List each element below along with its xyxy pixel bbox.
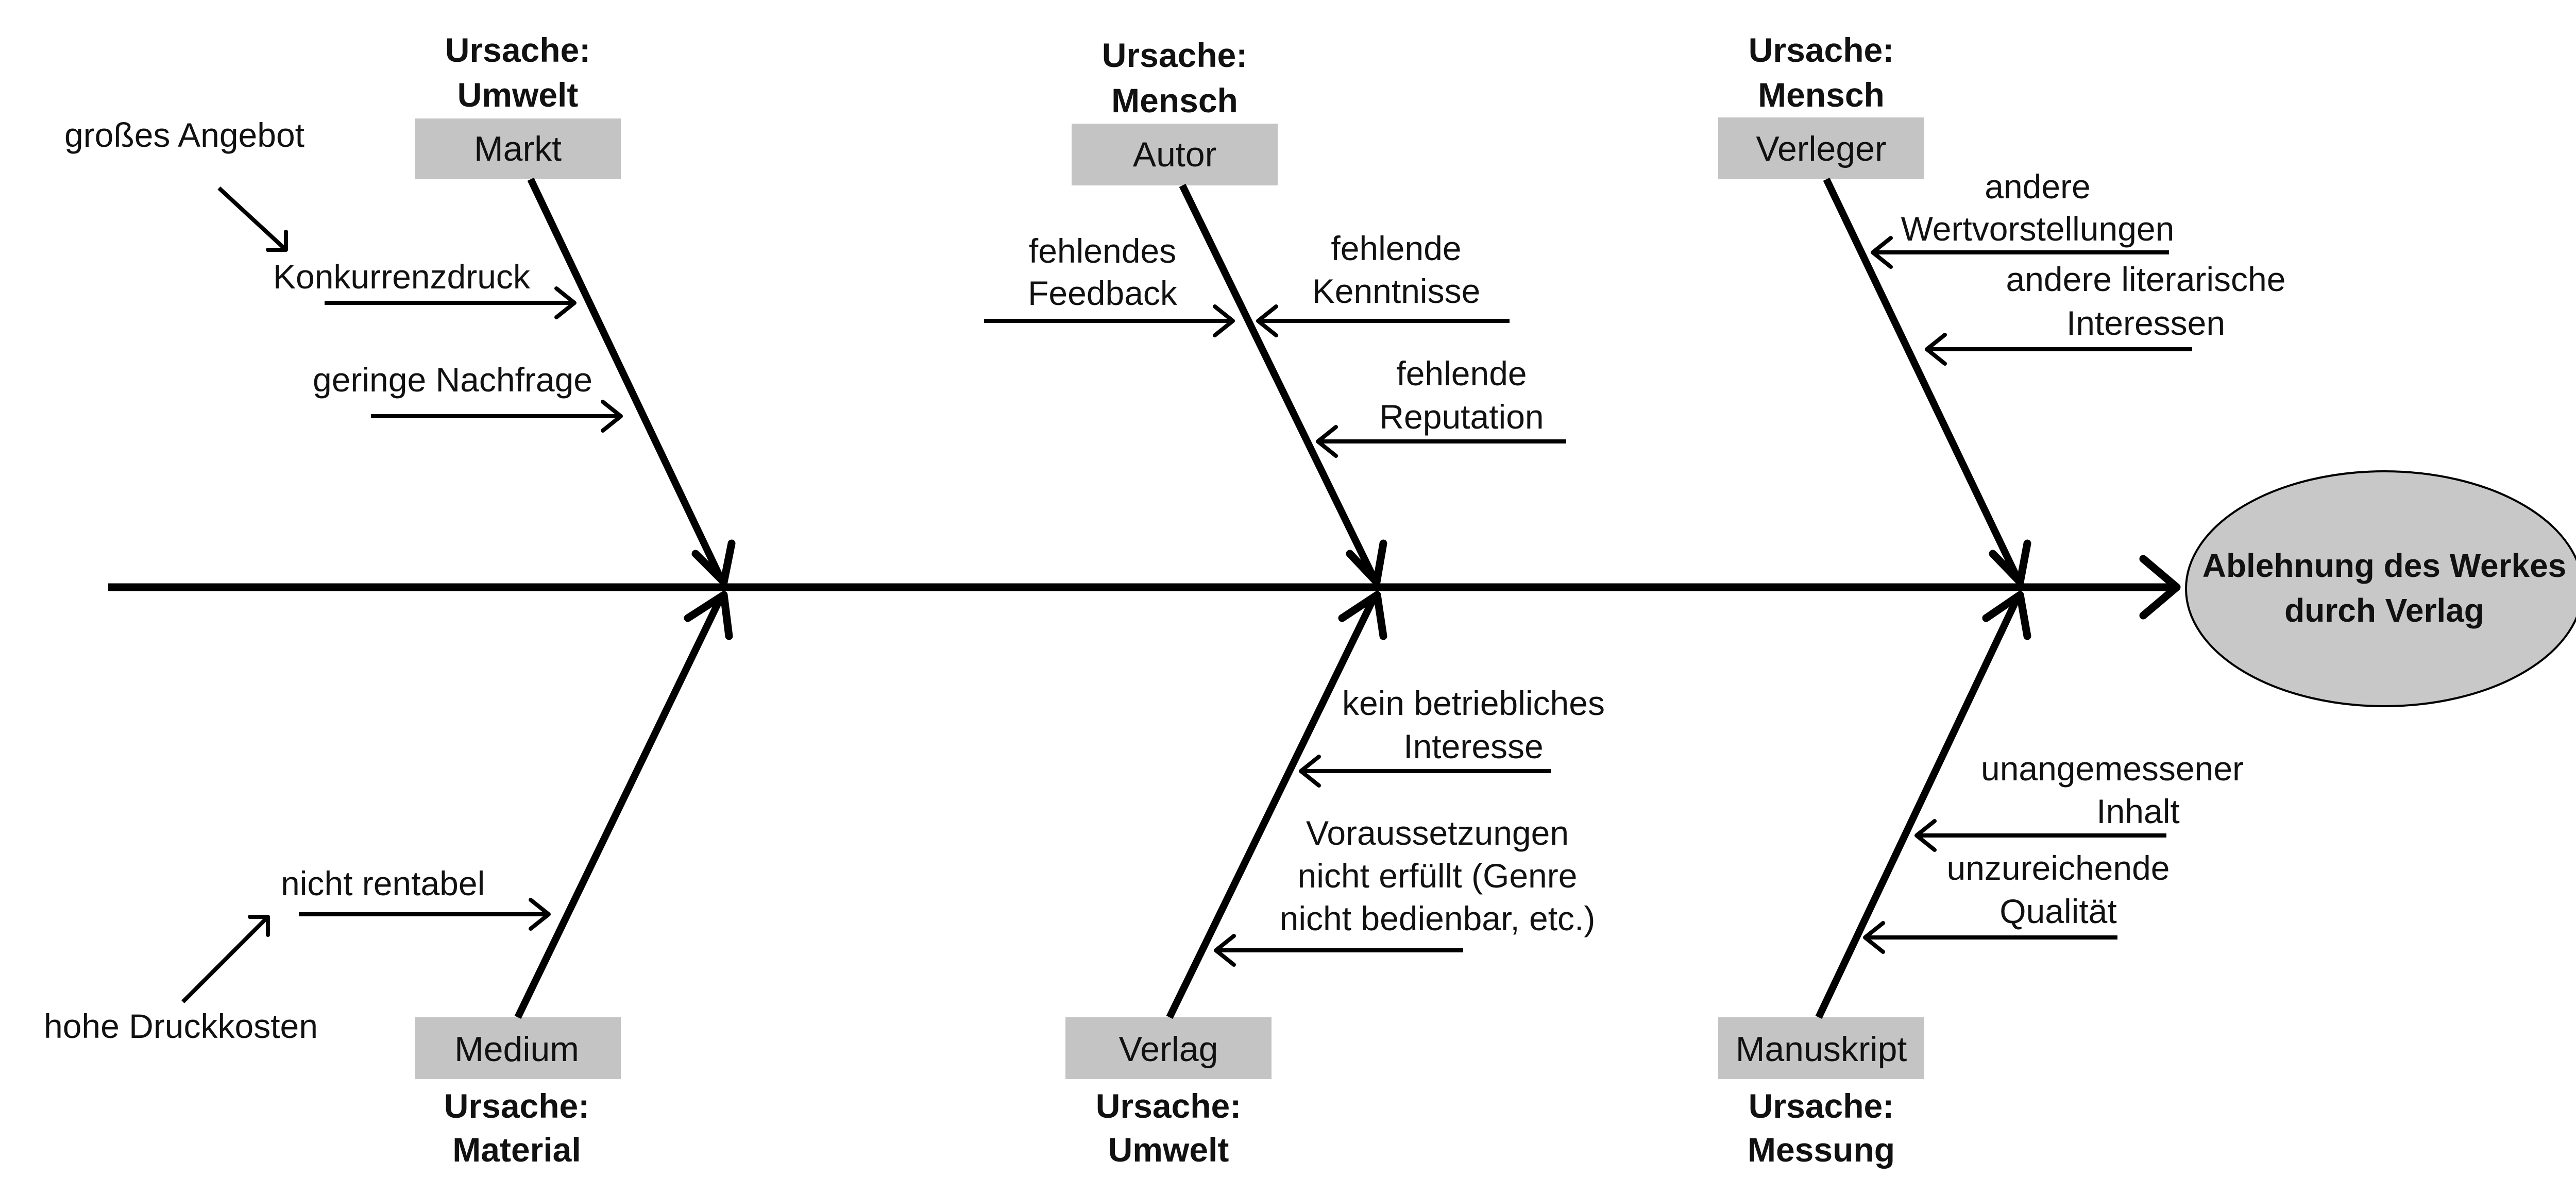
bone-line-manuskript	[1815, 595, 2022, 1019]
spine-arrowhead	[2139, 555, 2181, 620]
cause-arrowhead-andere-wertvorstellungen	[1871, 236, 1893, 269]
box-label-medium: Medium	[454, 1030, 579, 1069]
category-label-autor-line1: Ursache:	[1102, 36, 1247, 74]
spine	[108, 555, 2181, 620]
cause-fehlende-kenntnisse-line2: Kenntnisse	[1312, 272, 1481, 310]
cause-arrowhead-andere-literarische	[1925, 333, 1947, 366]
box-label-verlag: Verlag	[1119, 1030, 1218, 1069]
category-label-markt-line2: Umwelt	[457, 76, 579, 114]
cause-fehlendes-feedback-line1: fehlendes	[1029, 232, 1176, 270]
cause-fehlendes-feedback-line2: Feedback	[1028, 274, 1178, 312]
sub-arrow-line-hohe-druckkosten	[181, 915, 269, 1003]
cause-kein-interesse-line2: Interesse	[1403, 727, 1543, 765]
category-label-markt-line1: Ursache:	[445, 31, 590, 69]
sub-cause-grosses-angebot: großes Angebot	[64, 116, 304, 154]
cause-arrowhead-unangemessener-inhalt	[1914, 819, 1937, 852]
cause-nicht-rentabel: nicht rentabel	[281, 864, 485, 902]
cause-unangemessener-inhalt-line1: unangemessener	[1981, 749, 2244, 788]
effect-label-line2: durch Verlag	[2284, 592, 2484, 629]
cause-voraussetzungen-line1: Voraussetzungen	[1306, 814, 1569, 852]
cause-unzureichende-qualitaet-line1: unzureichende	[1947, 849, 2170, 887]
cause-fehlende-reputation-line2: Reputation	[1379, 398, 1544, 436]
bone-arrowhead-manuskript	[1982, 591, 2031, 640]
category-label-verlag-line1: Ursache:	[1096, 1087, 1241, 1125]
bone-verleger: Ursache: Mensch Verleger andere Wertvors…	[1718, 31, 2286, 586]
category-box-verlag	[1065, 1017, 1272, 1079]
category-box-autor	[1072, 124, 1278, 185]
bone-arrowhead-verleger	[1989, 539, 2031, 586]
category-label-verleger-line1: Ursache:	[1749, 31, 1894, 69]
category-label-medium-line2: Material	[452, 1131, 581, 1169]
category-label-autor-line2: Mensch	[1111, 81, 1238, 120]
category-label-verleger-line2: Mensch	[1758, 76, 1885, 114]
effect-ellipse	[2185, 470, 2576, 707]
bone-arrowhead-verlag	[1338, 591, 1387, 640]
cause-geringe-nachfrage: geringe Nachfrage	[313, 361, 592, 399]
bone-medium: Medium Ursache: Material nicht rentabel …	[44, 591, 733, 1169]
cause-arrowhead-kein-interesse	[1299, 755, 1321, 788]
effect-head: Ablehnung des Werkes durch Verlag	[2185, 470, 2576, 707]
cause-voraussetzungen-line2: nicht erfüllt (Genre	[1298, 857, 1578, 895]
bone-arrowhead-autor	[1346, 539, 1387, 586]
category-label-manuskript-line2: Messung	[1748, 1131, 1895, 1169]
effect-label-line1: Ablehnung des Werkes	[2202, 547, 2567, 584]
category-box-verleger	[1718, 117, 1924, 179]
cause-andere-literarische-line1: andere literarische	[2006, 260, 2286, 298]
box-label-markt: Markt	[474, 129, 562, 168]
category-label-manuskript-line1: Ursache:	[1749, 1087, 1894, 1125]
cause-arrowhead-fehlende-reputation	[1316, 425, 1338, 458]
cause-andere-wertvorstellungen-line1: andere	[1985, 167, 2091, 206]
sub-cause-hohe-druckkosten: hohe Druckkosten	[44, 1007, 318, 1045]
category-label-verlag-line2: Umwelt	[1108, 1131, 1229, 1169]
bone-line-verlag	[1166, 594, 1378, 1019]
bone-arrowhead-markt	[691, 539, 736, 586]
cause-voraussetzungen-line3: nicht bedienbar, etc.)	[1280, 899, 1596, 937]
category-box-markt	[415, 118, 621, 179]
category-label-medium-line1: Ursache:	[444, 1087, 589, 1125]
box-label-autor: Autor	[1133, 135, 1217, 174]
bone-markt: Ursache: Umwelt Markt großes Angebot Kon…	[64, 31, 736, 586]
category-box-manuskript	[1718, 1017, 1924, 1079]
cause-andere-literarische-line2: Interessen	[2066, 304, 2225, 342]
cause-unzureichende-qualitaet-line2: Qualität	[1999, 892, 2116, 930]
bone-line-markt	[527, 177, 725, 582]
bone-manuskript: Manuskript Ursache: Messung unangemessen…	[1718, 591, 2244, 1169]
box-label-verleger: Verleger	[1756, 129, 1886, 168]
cause-arrowhead-fehlendes-feedback	[1213, 304, 1235, 337]
cause-arrowhead-nicht-rentabel	[529, 898, 551, 931]
sub-arrow-line-grosses-angebot	[217, 186, 287, 251]
box-label-manuskript: Manuskript	[1736, 1030, 1907, 1069]
cause-unangemessener-inhalt-line2: Inhalt	[2096, 792, 2179, 830]
cause-konkurrenzdruck: Konkurrenzdruck	[273, 258, 531, 296]
bone-autor: Ursache: Mensch Autor fehlendes Feedback…	[984, 36, 1566, 586]
category-box-medium	[415, 1017, 621, 1079]
cause-kein-interesse-line1: kein betriebliches	[1342, 684, 1605, 722]
cause-andere-wertvorstellungen-line2: Wertvorstellungen	[1901, 210, 2175, 248]
sub-arrowhead-hohe-druckkosten	[248, 915, 270, 937]
bone-line-medium	[514, 594, 725, 1019]
cause-arrowhead-unzureichende-qualitaet	[1863, 921, 1885, 954]
cause-fehlende-reputation-line1: fehlende	[1396, 354, 1527, 392]
cause-fehlende-kenntnisse-line1: fehlende	[1331, 229, 1461, 267]
bone-line-autor	[1179, 183, 1378, 582]
sub-arrowhead-grosses-angebot	[266, 230, 288, 252]
cause-arrowhead-geringe-nachfrage	[601, 400, 623, 433]
bone-verlag: Verlag Ursache: Umwelt kein betriebliche…	[1065, 591, 1605, 1169]
cause-arrowhead-fehlende-kenntnisse	[1256, 304, 1278, 337]
cause-arrowhead-voraussetzungen	[1214, 934, 1236, 967]
cause-arrowhead-konkurrenzdruck	[554, 286, 577, 319]
bone-line-verleger	[1823, 177, 2022, 582]
bone-arrowhead-medium	[684, 591, 733, 640]
